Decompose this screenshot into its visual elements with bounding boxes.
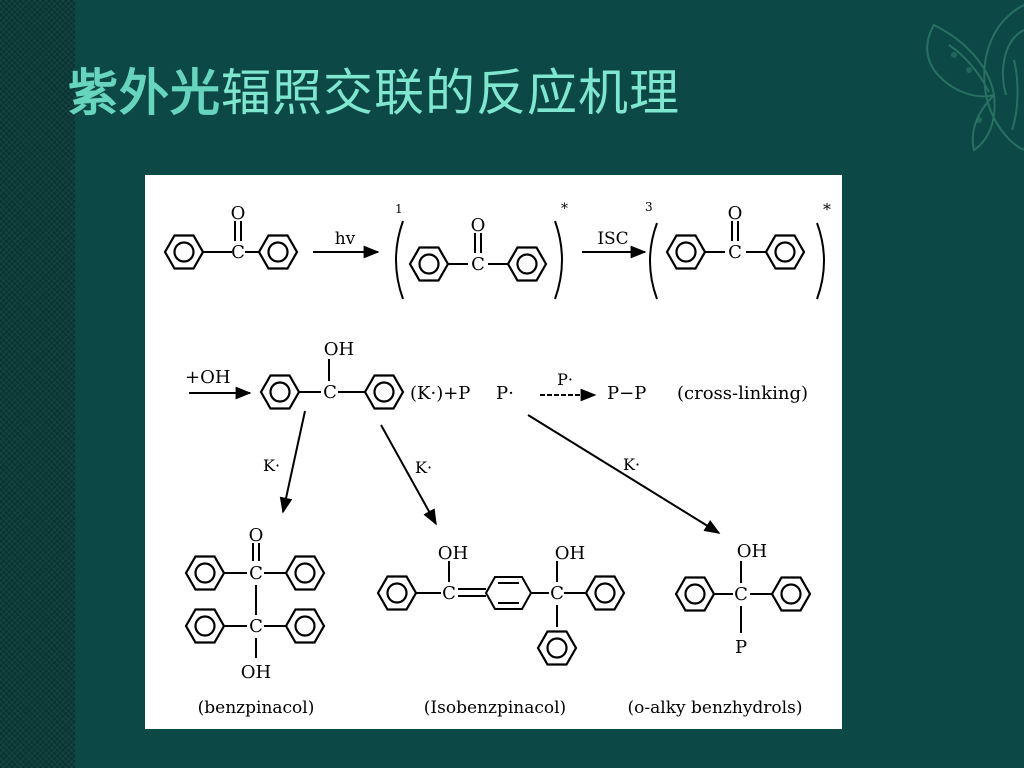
branch-label-left: K· bbox=[263, 456, 280, 475]
atom-c: C bbox=[249, 563, 263, 584]
singlet-superscript: 1 bbox=[395, 202, 403, 216]
crosslink-product: P−P bbox=[607, 383, 646, 404]
singlet-star: * bbox=[561, 201, 568, 217]
atom-oh: OH bbox=[324, 339, 354, 360]
atom-c: C bbox=[249, 616, 263, 637]
title-part-bold: 紫外光 bbox=[68, 64, 221, 122]
reaction-mechanism-figure: O C hv 1 O C * ISC 3 O C * +OH OH C (K·)… bbox=[145, 175, 842, 729]
atom-c: C bbox=[734, 584, 748, 605]
atom-c: C bbox=[323, 382, 337, 403]
atom-o: O bbox=[471, 215, 486, 236]
atom-c: C bbox=[550, 583, 564, 604]
branch-label-middle: K· bbox=[415, 458, 432, 477]
atom-c: C bbox=[442, 583, 456, 604]
title-part-regular: 辐照交联的反应机理 bbox=[221, 64, 680, 122]
atom-oh: OH bbox=[438, 543, 468, 564]
crosslinking-label: (cross-linking) bbox=[677, 383, 808, 404]
polymer-radical: P· bbox=[496, 383, 514, 404]
slide-title: 紫外光辐照交联的反应机理 bbox=[68, 58, 680, 128]
decorative-left-strip bbox=[0, 0, 75, 768]
atom-c: C bbox=[231, 242, 245, 263]
arrow-label-hv: hv bbox=[335, 229, 356, 249]
benzophenone-ground-state bbox=[163, 221, 299, 270]
ketyl-radical-label: (K·)+P bbox=[410, 383, 470, 404]
atom-o: O bbox=[231, 203, 246, 224]
reagent-oh: +OH bbox=[185, 367, 231, 388]
atom-c: C bbox=[471, 254, 485, 275]
arrow-label-isc: ISC bbox=[597, 229, 628, 249]
atom-oh: OH bbox=[737, 541, 767, 562]
triplet-superscript: 3 bbox=[645, 200, 653, 214]
atom-o: O bbox=[728, 203, 743, 224]
atom-c: C bbox=[728, 242, 742, 263]
arrow-label-p: P· bbox=[557, 370, 573, 389]
product-name-benzpinacol: (benzpinacol) bbox=[198, 698, 315, 718]
butterfly-ornament-icon bbox=[926, 4, 1024, 152]
atom-o: O bbox=[249, 525, 264, 546]
product-name-isobenzpinacol: (Isobenzpinacol) bbox=[424, 698, 566, 718]
product-name-alkyl-benzhydrols: (o-alky benzhydrols) bbox=[628, 698, 803, 718]
triplet-star: * bbox=[823, 200, 831, 219]
atom-oh: OH bbox=[555, 543, 585, 564]
atom-oh: OH bbox=[241, 662, 271, 683]
branch-label-right: K· bbox=[623, 455, 640, 474]
atom-p: P bbox=[735, 637, 747, 658]
